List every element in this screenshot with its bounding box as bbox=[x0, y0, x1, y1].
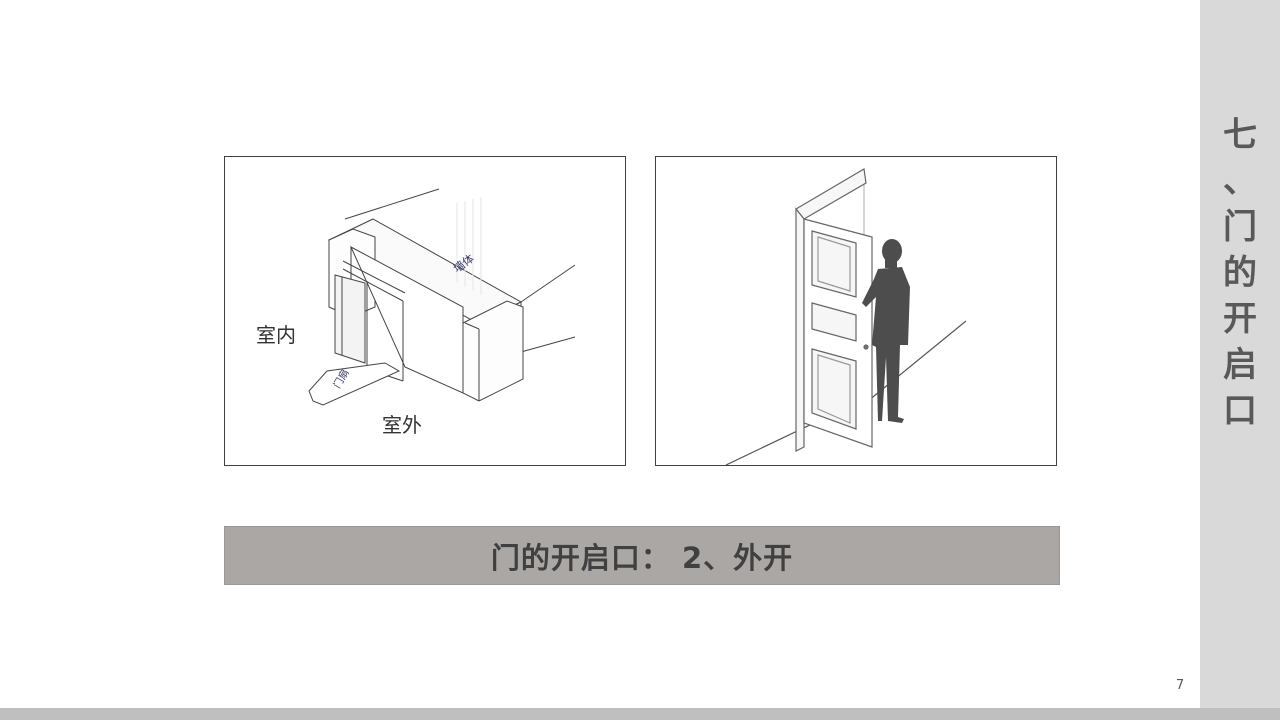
door-plan-drawing: 墙体 门扇 bbox=[308, 188, 576, 406]
door-person-figure bbox=[655, 156, 1057, 466]
side-title-char: 门 bbox=[1223, 207, 1257, 247]
side-title-char: 七 bbox=[1223, 115, 1257, 155]
caption-text: 门的开启口： 2、外开 bbox=[490, 540, 794, 575]
side-title-char: 的 bbox=[1223, 253, 1257, 293]
person-silhouette bbox=[862, 239, 910, 423]
side-title-panel: 七 、 门 的 开 启 口 bbox=[1200, 0, 1280, 708]
caption-bar: 门的开启口： 2、外开 bbox=[224, 526, 1060, 585]
side-title-char: 口 bbox=[1223, 391, 1257, 431]
indoor-label: 室内 bbox=[256, 323, 296, 347]
side-title-char: 、 bbox=[1223, 161, 1257, 201]
bottom-bar bbox=[0, 708, 1280, 720]
outdoor-label: 室外 bbox=[382, 413, 422, 437]
door-person-drawing bbox=[725, 168, 967, 465]
side-title: 七 、 门 的 开 启 口 bbox=[1200, 112, 1280, 434]
side-title-char: 启 bbox=[1223, 345, 1257, 385]
door-plan-figure: 墙体 门扇 室内 室外 bbox=[224, 156, 626, 466]
side-title-char: 开 bbox=[1223, 299, 1257, 339]
page-number: 7 bbox=[1175, 678, 1185, 693]
